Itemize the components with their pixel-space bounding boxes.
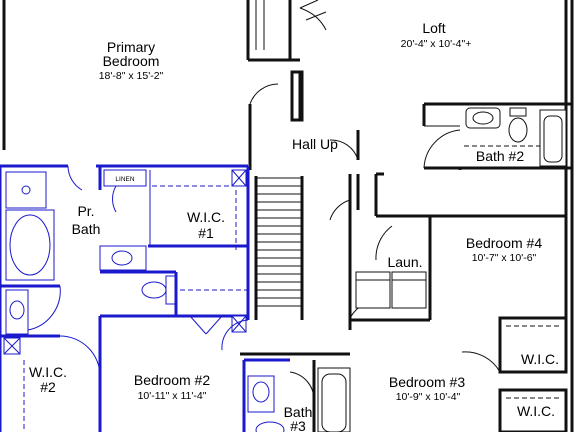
loft-label: Loft — [422, 20, 445, 36]
bath3-tub — [317, 367, 351, 432]
wic1-label-1: W.I.C. — [187, 209, 225, 225]
linen-label: LINEN — [115, 176, 134, 183]
bedroom4-label: Bedroom #4 — [466, 235, 542, 251]
pr-bath-label-2: Bath — [72, 221, 101, 237]
loft-dims: 20'-4" x 10'-4"+ — [401, 38, 472, 50]
wic2-label-2: #2 — [40, 379, 56, 395]
bedroom3-dims: 10'-9" x 10'-4" — [396, 391, 461, 403]
wic2-label-1: W.I.C. — [29, 364, 67, 380]
wic-right-upper-label: W.I.C. — [521, 351, 559, 367]
staircase — [256, 177, 302, 307]
bedroom4-dims: 10'-7" x 10'-6" — [472, 252, 537, 264]
laundry-label: Laun. — [387, 254, 422, 270]
hall-up-label: Hall Up — [292, 136, 338, 152]
wic-right-lower-label: W.I.C. — [517, 403, 555, 419]
bedroom2-label: Bedroom #2 — [134, 372, 210, 388]
wic1-label-2: #1 — [198, 225, 214, 241]
walls-highlighted — [0, 164, 290, 432]
primary-bedroom-label-1: Primary — [107, 39, 155, 55]
pr-bath-label-1: Pr. — [77, 203, 94, 219]
primary-bedroom-label-2: Bedroom — [103, 53, 160, 69]
bath3-label-2: #3 — [290, 418, 306, 432]
bath3-label-1: Bath — [284, 404, 313, 420]
bedroom3-label: Bedroom #3 — [389, 374, 465, 390]
bedroom2-dims: 10'-11" x 11'-4" — [138, 390, 207, 402]
bath2-label: Bath #2 — [476, 148, 524, 164]
primary-bedroom-dims: 18'-8" x 15'-2" — [99, 70, 164, 82]
bath2-fixtures — [464, 107, 567, 167]
